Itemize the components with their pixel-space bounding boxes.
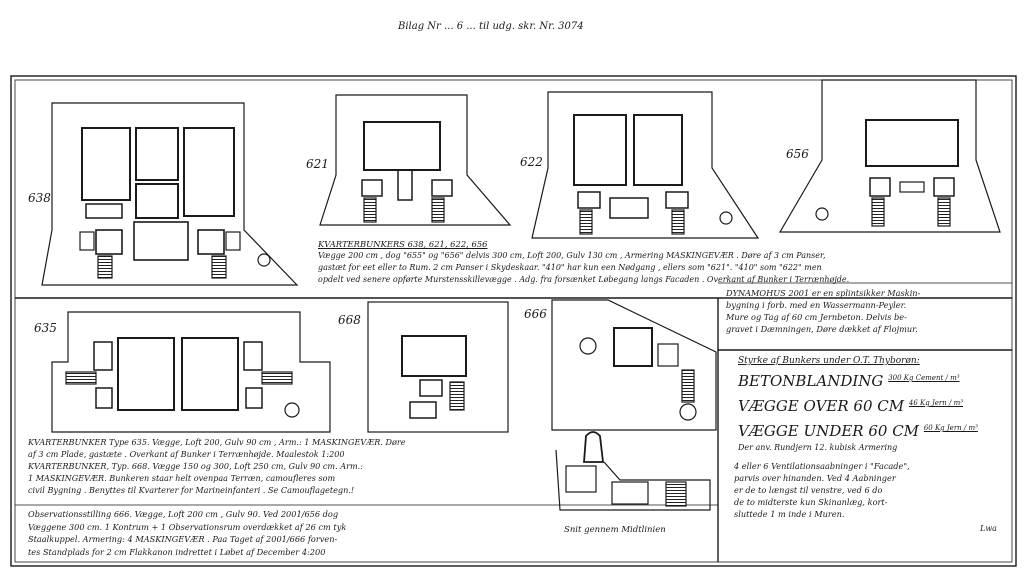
plan-label-666: 666 [524, 307, 547, 321]
styrke-footer: Der anv. Rundjern 12. kubisk Armering [738, 443, 898, 452]
note-styrke: Styrke af Bunkers under O.T. Thyborøn: B… [738, 355, 978, 454]
note-line: Vægge 200 cm , dog "655" og "656" delvis… [318, 251, 826, 260]
styrke-line-amount: 300 Kg Cement / m³ [888, 374, 960, 382]
styrke-line-text: VÆGGE OVER 60 CM [738, 397, 905, 415]
note-line: KVARTERBUNKER, Typ. 668. Vægge 150 og 30… [28, 461, 363, 471]
plan-label-668: 668 [338, 313, 361, 327]
styrke-line: VÆGGE OVER 60 CM 46 Kg Jern / m³ [738, 392, 978, 417]
plan-656 [778, 79, 1001, 233]
note-kvarterbunker-635: KVARTERBUNKER Type 635. Vægge, Loft 200,… [28, 436, 406, 496]
plan-668 [367, 301, 509, 433]
section-caption: Snit gennem Midtlinien [564, 525, 666, 535]
plan-635 [51, 311, 331, 433]
frame [10, 75, 1017, 567]
note-title: KVARTERBUNKERS 638, 621, 622, 656 [318, 239, 488, 249]
note-line: gastæt for eet eller to Rum. 2 cm Panser… [318, 263, 822, 272]
header-annotation: Bilag Nr ... 6 ... til udg. skr. Nr. 307… [397, 21, 584, 32]
styrke-title: Styrke af Bunkers under O.T. Thyborøn: [738, 356, 920, 366]
note-line: parvis over hinanden. Ved 4 Aabninger [734, 473, 896, 483]
note-line: gravet i Dæmningen, Døre dækket af Flojm… [726, 324, 918, 334]
note-line: bygning i forb. med en Wassermann-Peyler… [726, 300, 907, 310]
note-line: opdelt ved senere opførte Murstensskille… [318, 275, 850, 284]
note-line: Væggene 300 cm. 1 Kontrum + 1 Observatio… [28, 521, 347, 532]
note-line: de to midterste kun Skinanlæg, kort- [734, 497, 888, 507]
section-666 [555, 431, 711, 511]
note-line: civil Bygning . Benyttes til Kvarterer f… [28, 485, 355, 495]
styrke-line-amount: 46 Kg Jern / m³ [908, 399, 964, 407]
plan-666 [551, 299, 717, 431]
plan-label-635: 635 [34, 321, 57, 335]
plan-label-622: 622 [520, 155, 543, 169]
plan-label-621: 621 [306, 157, 329, 171]
note-line: er de to længst til venstre, ved 6 do [734, 485, 883, 495]
styrke-line-text: VÆGGE UNDER 60 CM [738, 422, 920, 440]
styrke-line: BETONBLANDING 300 Kg Cement / m³ [738, 367, 978, 392]
styrke-line-text: BETONBLANDING [738, 372, 884, 390]
plan-label-638: 638 [28, 191, 51, 205]
note-dynamohus: DYNAMOHUS 2001 er en splintsikker Maskin… [726, 287, 920, 335]
note-line: Observationsstilling 666. Vægge, Loft 20… [28, 509, 339, 519]
note-observation-666: Observationsstilling 666. Vægge, Loft 20… [28, 508, 346, 558]
note-line: DYNAMOHUS 2001 er en splintsikker Maskin… [726, 288, 921, 298]
plan-621 [319, 94, 512, 226]
note-line: af 3 cm Plade, gastæte . Overkant af Bun… [28, 449, 345, 459]
note-line: 4 eller 6 Ventilationsaabninger i "Facad… [734, 461, 910, 471]
note-line: Mure og Tag af 60 cm Jernbeton. Delvis b… [726, 312, 907, 322]
note-line: tes Standplads for 2 cm Flakkanon indret… [28, 546, 326, 557]
signature: Lwa [979, 524, 997, 533]
plan-638 [41, 102, 299, 286]
plan-622 [531, 91, 760, 239]
note-line: Staalkuppel. Armering: 4 MASKINGEVÆR . P… [28, 534, 338, 544]
plan-label-656: 656 [786, 147, 809, 161]
note-line: 1 MASKINGEVÆR. Bunkeren staar helt ovenp… [28, 473, 336, 483]
note-kvarterbunkers: KVARTERBUNKERS 638, 621, 622, 656 Vægge … [318, 238, 849, 286]
styrke-line: VÆGGE UNDER 60 CM 60 Kg Jern / m³ [738, 417, 978, 442]
note-ventilation: 4 eller 6 Ventilationsaabninger i "Facad… [734, 460, 910, 520]
styrke-line-amount: 60 Kg Jern / m³ [923, 424, 978, 432]
note-line: sluttede 1 m inde i Muren. [734, 509, 845, 519]
note-line: KVARTERBUNKER Type 635. Vægge, Loft 200,… [28, 437, 406, 447]
